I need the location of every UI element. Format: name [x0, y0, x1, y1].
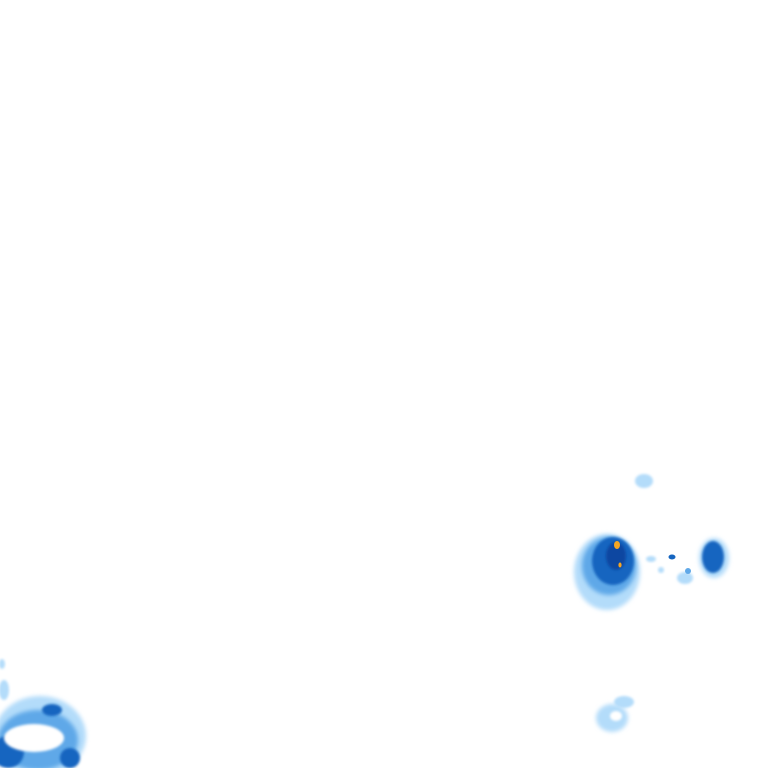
rain-fragment	[635, 474, 653, 488]
rain-fragment	[668, 554, 676, 560]
rain-fragment	[0, 659, 5, 669]
rain-cell-east-north-fragment[interactable]	[635, 474, 653, 488]
rain-cell-extreme-spot	[618, 562, 622, 568]
rain-cell-east-main[interactable]	[574, 534, 640, 610]
rain-cell-east-scatter[interactable]	[646, 554, 693, 585]
rain-fragment	[677, 572, 693, 584]
rain-cell-heavy-core	[60, 748, 80, 768]
rain-cell-heavy-core	[702, 541, 724, 573]
rain-cell-southwest-band[interactable]	[0, 659, 86, 768]
rain-cell-extreme-spot	[614, 541, 620, 549]
rain-cell-east-satellite[interactable]	[699, 538, 729, 578]
rain-cell-very-heavy-core	[606, 542, 626, 570]
rain-cell-heavy-core	[42, 704, 62, 716]
rain-fragment	[658, 567, 664, 573]
rain-fragment	[0, 680, 9, 700]
rain-fragment	[646, 556, 656, 562]
rain-cell-south-fragment[interactable]	[596, 696, 634, 732]
rain-fragment	[614, 696, 634, 708]
rain-cell-clear-center	[4, 724, 64, 752]
rain-fragment	[685, 568, 691, 574]
rain-fragment-gap	[610, 711, 622, 721]
